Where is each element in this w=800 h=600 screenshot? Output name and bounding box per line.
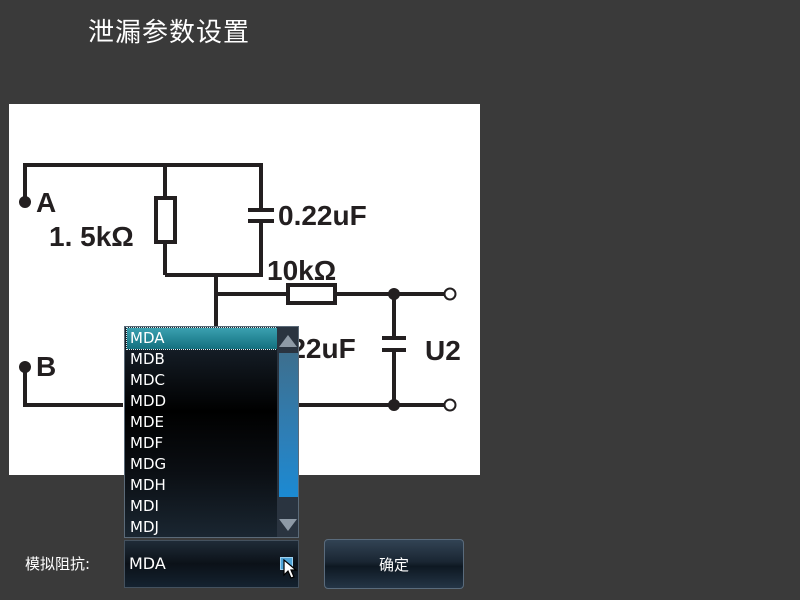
ok-button[interactable]: 确定 [324,539,464,589]
output-label: U2 [425,335,461,366]
mouse-pointer-icon [283,559,298,579]
dropdown-option[interactable]: MDF [130,434,164,452]
resistor1-label: 1. 5kΩ [49,221,134,252]
dropdown-option[interactable]: MDJ [130,518,159,536]
resistor2-label: 10kΩ [267,255,336,286]
impedance-dropdown-list[interactable]: MDA MDB MDC MDD MDE MDF MDG MDH MDI MDJ [124,326,299,538]
dropdown-option[interactable]: MDD [130,392,167,410]
impedance-select[interactable]: MDA [124,540,299,588]
dropdown-option[interactable]: MDB [130,350,165,368]
dropdown-option[interactable]: MDH [130,476,166,494]
dropdown-scrollbar[interactable] [277,327,298,537]
impedance-select-value: MDA [129,554,166,573]
page-title: 泄漏参数设置 [88,18,251,48]
dropdown-option[interactable]: MDA [126,327,278,350]
dropdown-option[interactable]: MDG [130,455,167,473]
scroll-up-button[interactable] [277,329,298,353]
impedance-label: 模拟阻抗: [25,555,91,573]
dropdown-option[interactable]: MDI [130,497,159,515]
capacitor1-label: 0.22uF [278,200,367,231]
dropdown-option[interactable]: MDC [130,371,165,389]
scroll-thumb[interactable] [279,353,298,497]
scroll-down-button[interactable] [277,513,298,537]
triangle-up-icon [278,335,297,347]
terminal-b-label: B [36,351,56,382]
triangle-down-icon [278,519,297,531]
terminal-a-label: A [36,187,56,218]
dropdown-option[interactable]: MDE [130,413,164,431]
